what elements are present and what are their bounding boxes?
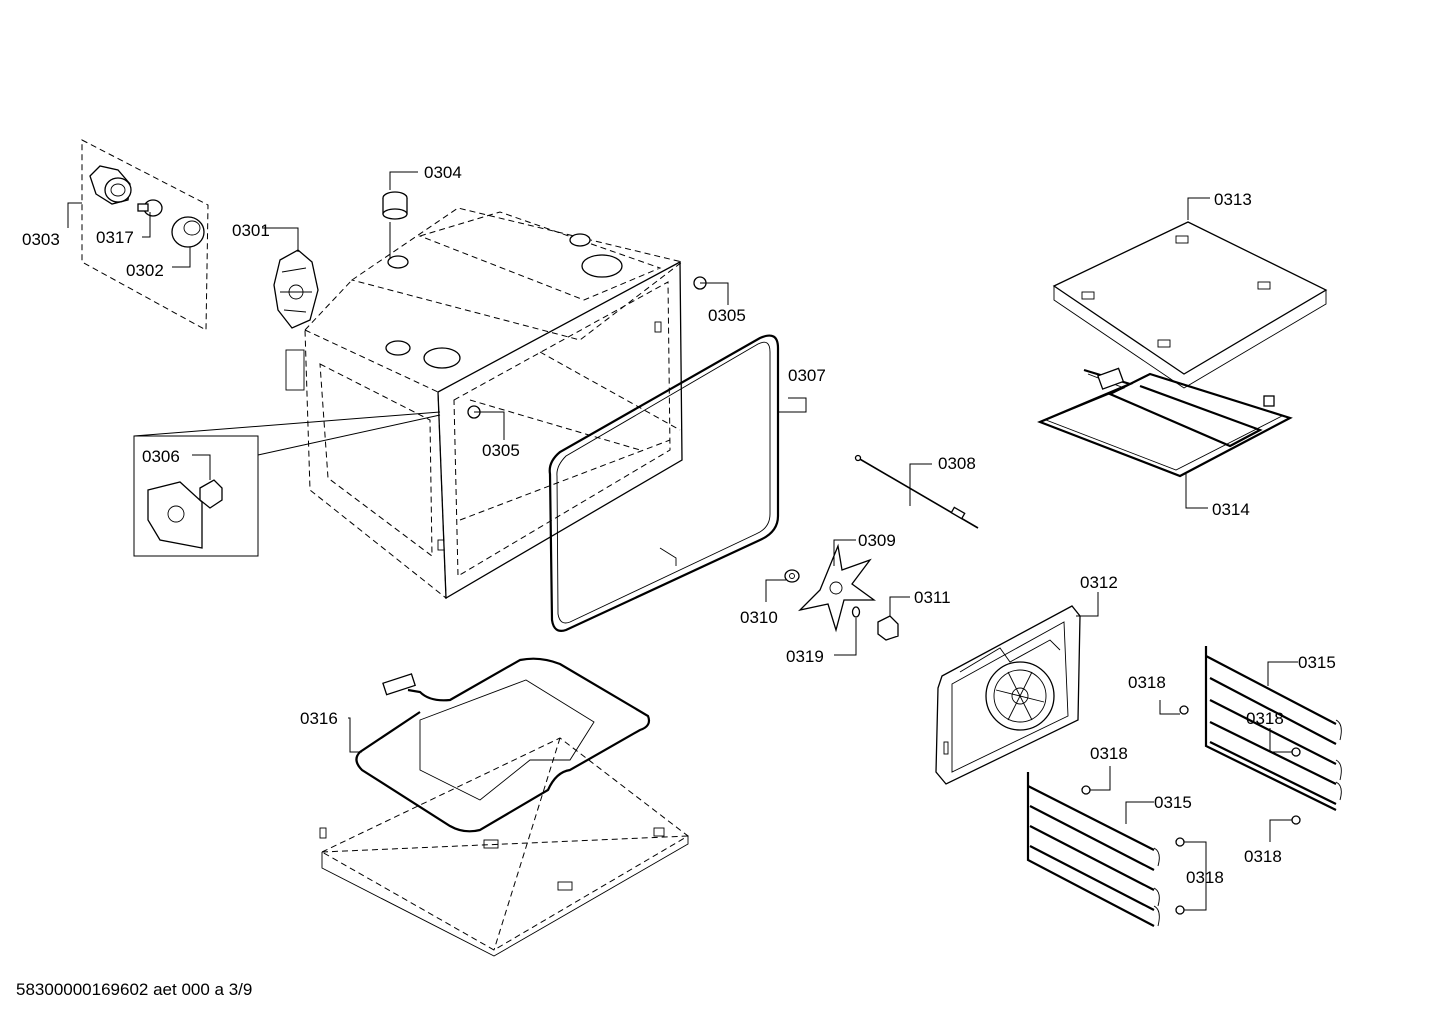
label-0301: 0301 <box>232 221 270 240</box>
washer-part <box>765 569 800 602</box>
label-0305-top: 0305 <box>708 306 746 325</box>
label-0303: 0303 <box>22 230 60 249</box>
screw-d <box>1269 815 1301 842</box>
label-0318-e: 0318 <box>1186 868 1224 887</box>
label-0302: 0302 <box>126 261 164 280</box>
document-reference: 58300000169602 aet 000 a 3/9 <box>16 980 253 999</box>
fan-motor-part <box>262 227 319 329</box>
door-gasket-part <box>548 334 807 632</box>
oven-cavity-part <box>133 207 684 600</box>
rear-panel-part <box>935 592 1099 785</box>
screw-e <box>1175 837 1207 915</box>
label-0312: 0312 <box>1080 573 1118 592</box>
label-0315-right: 0315 <box>1298 653 1336 672</box>
bumper-front-part <box>467 405 505 440</box>
lamp-cover-part <box>171 216 205 248</box>
fan-wheel-part <box>797 539 876 633</box>
label-0318-b: 0318 <box>1246 709 1284 728</box>
label-0309: 0309 <box>858 531 896 550</box>
lamp-assembly-group <box>67 139 209 331</box>
top-cover-part <box>1052 197 1328 389</box>
lamp-bulb-part <box>137 199 163 217</box>
grill-heater-part <box>1037 367 1293 509</box>
label-0318-a: 0318 <box>1128 673 1166 692</box>
temperature-sensor-part <box>854 454 979 529</box>
lamp-holder-part <box>89 165 132 205</box>
label-0308: 0308 <box>938 454 976 473</box>
screw-b <box>1269 728 1301 757</box>
bumper-top-part <box>693 276 729 305</box>
floor-panel-part <box>319 737 689 957</box>
label-0316: 0316 <box>300 709 338 728</box>
shelf-support-right-part <box>1204 646 1342 811</box>
label-0317: 0317 <box>96 228 134 247</box>
clip-part <box>834 606 861 656</box>
screw-a <box>1159 700 1189 715</box>
label-0315-left: 0315 <box>1154 793 1192 812</box>
vent-stud-part <box>382 171 418 258</box>
label-0306: 0306 <box>142 447 180 466</box>
label-0318-c: 0318 <box>1090 744 1128 763</box>
label-0314: 0314 <box>1212 500 1250 519</box>
shelf-support-left-part <box>1026 772 1160 927</box>
label-0307: 0307 <box>788 366 826 385</box>
bottom-heater-part <box>348 657 651 833</box>
fan-nut-part <box>877 596 910 641</box>
screw-c <box>1081 766 1111 795</box>
label-0305-front: 0305 <box>482 441 520 460</box>
label-0319: 0319 <box>786 647 824 666</box>
inset-box-0306 <box>133 435 259 557</box>
label-0311: 0311 <box>914 588 951 607</box>
label-0304: 0304 <box>424 163 462 182</box>
label-0310: 0310 <box>740 608 778 627</box>
label-0318-d: 0318 <box>1244 847 1282 866</box>
label-0313: 0313 <box>1214 190 1252 209</box>
